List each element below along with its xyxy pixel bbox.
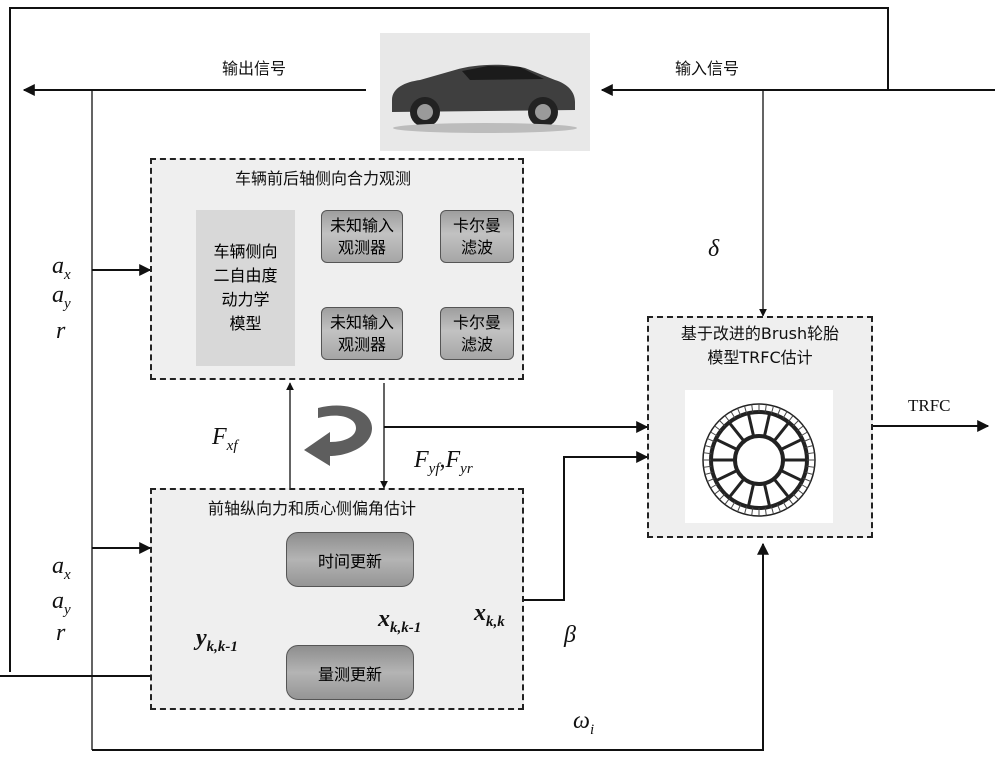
input-signal-label: 输入信号 <box>675 59 740 78</box>
kalman-box-rear: 卡尔曼 滤波 <box>440 307 514 360</box>
dynamics-model-label: 车辆侧向 二自由度 动力学 模型 <box>213 242 278 333</box>
ykk1-label: yk,k-1 <box>196 625 238 655</box>
uio-label: 未知输入 观测器 <box>329 312 394 354</box>
fyf-fyr-label: Fyf,Fyr <box>414 447 473 477</box>
kalman-label: 卡尔曼 滤波 <box>452 312 501 354</box>
ax-label-1: ax <box>52 253 71 283</box>
tire-image <box>685 390 833 523</box>
measurement-update-label: 量测更新 <box>317 664 382 684</box>
feedback-curve-icon <box>304 405 372 466</box>
output-signal-label: 输出信号 <box>222 59 287 78</box>
xkk1-label: xk,k-1 <box>378 606 422 636</box>
r-label-2: r <box>56 620 66 646</box>
ax-label-2: ax <box>52 553 71 583</box>
measurement-update-box: 量测更新 <box>286 645 414 700</box>
ay-label-1: ay <box>52 282 71 312</box>
uio-box-rear: 未知输入 观测器 <box>321 307 403 360</box>
time-update-label: 时间更新 <box>317 551 382 571</box>
dynamics-model-box: 车辆侧向 二自由度 动力学 模型 <box>196 210 295 366</box>
r-label-1: r <box>56 318 66 344</box>
observer-title: 车辆前后轴侧向合力观测 <box>235 169 412 188</box>
kalman-label: 卡尔曼 滤波 <box>452 215 501 257</box>
fxf-label: Fxf <box>212 424 238 454</box>
beta-label: β <box>564 622 576 648</box>
trfc-title: 基于改进的Brush轮胎 模型TRFC估计 <box>680 324 840 367</box>
omega-label: ωi <box>573 708 595 738</box>
time-update-box: 时间更新 <box>286 532 414 587</box>
ay-label-2: ay <box>52 588 71 618</box>
uio-label: 未知输入 观测器 <box>329 215 394 257</box>
estimator-title: 前轴纵向力和质心侧偏角估计 <box>208 499 417 518</box>
uio-box-front: 未知输入 观测器 <box>321 210 403 263</box>
car-icon <box>380 33 590 151</box>
xkk-label: xk,k <box>474 600 505 630</box>
trfc-output-label: TRFC <box>908 396 951 415</box>
delta-label: δ <box>708 236 720 262</box>
kalman-box-front: 卡尔曼 滤波 <box>440 210 514 263</box>
tire-icon <box>702 403 816 517</box>
